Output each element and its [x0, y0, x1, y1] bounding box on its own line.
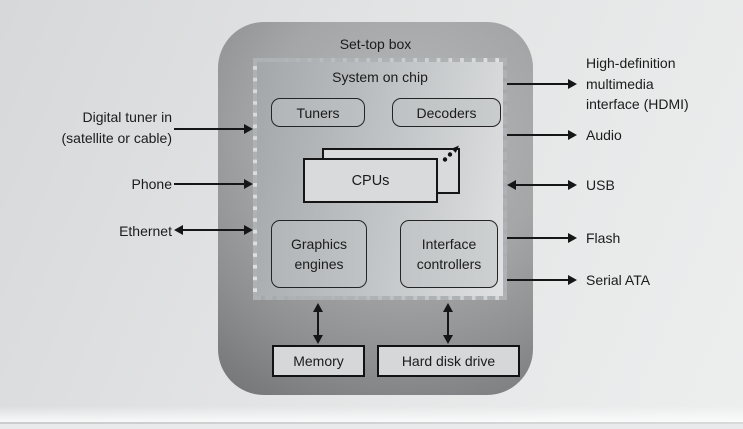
hdmi-label: High-definition multimedia interface (HD…: [586, 55, 689, 112]
graphics-engines-label: Graphics engines: [290, 236, 348, 272]
arrow-down-icon: [443, 335, 453, 344]
arrow-right-icon: [568, 275, 577, 285]
digital-tuner-arrow: [174, 124, 253, 134]
cpus-label: CPUs: [351, 172, 390, 189]
arrow-right-icon: [568, 130, 577, 140]
audio-arrow: [507, 130, 577, 140]
hard-disk-drive-label: Hard disk drive: [401, 353, 496, 369]
arrow-right-icon: [244, 225, 253, 235]
ethernet-double-arrow: [174, 225, 253, 235]
footer-strip: [0, 424, 743, 429]
usb-label: USB: [586, 177, 615, 193]
audio-label: Audio: [586, 127, 622, 143]
arrow-right-icon: [568, 180, 577, 190]
hdmi-arrow: [507, 79, 577, 89]
phone-label: Phone: [131, 176, 172, 192]
interface-controllers-label: Interface controllers: [416, 236, 482, 272]
digital-tuner-label: Digital tuner in (satellite or cable): [61, 109, 173, 146]
memory-double-arrow: [312, 303, 324, 344]
arrow-left-icon: [507, 180, 516, 190]
arrow-down-icon: [313, 335, 323, 344]
tuners-label: Tuners: [296, 104, 340, 121]
hard-disk-drive-box: Hard disk drive: [377, 345, 520, 377]
tuners-box: Tuners: [271, 98, 365, 127]
decoders-box: Decoders: [392, 98, 501, 127]
usb-double-arrow: [507, 180, 577, 190]
phone-arrow: [174, 179, 253, 189]
memory-box: Memory: [272, 345, 365, 377]
diagonal-dotted-arrow-icon: [442, 145, 459, 162]
memory-label: Memory: [293, 353, 344, 369]
system-on-chip-title: System on chip: [332, 69, 428, 85]
arrow-right-icon: [568, 233, 577, 243]
arrow-up-icon: [443, 303, 453, 312]
arrow-right-icon: [244, 124, 253, 134]
graphics-engines-box: Graphics engines: [271, 220, 367, 288]
arrow-right-icon: [568, 79, 577, 89]
arrow-up-icon: [313, 303, 323, 312]
set-top-box-title: Set-top box: [339, 36, 412, 52]
hard-disk-double-arrow: [442, 303, 454, 344]
bottom-highlight: [0, 406, 743, 422]
arrow-right-icon: [244, 179, 253, 189]
cpus-box: CPUs: [303, 158, 438, 203]
arrow-left-icon: [174, 225, 183, 235]
footer-divider: [0, 422, 743, 424]
decoders-label: Decoders: [416, 104, 477, 121]
serial-ata-arrow: [507, 275, 577, 285]
serial-ata-label: Serial ATA: [586, 272, 651, 288]
ethernet-label: Ethernet: [119, 223, 172, 239]
flash-label: Flash: [586, 230, 621, 246]
flash-arrow: [507, 233, 577, 243]
interface-controllers-box: Interface controllers: [400, 220, 498, 288]
